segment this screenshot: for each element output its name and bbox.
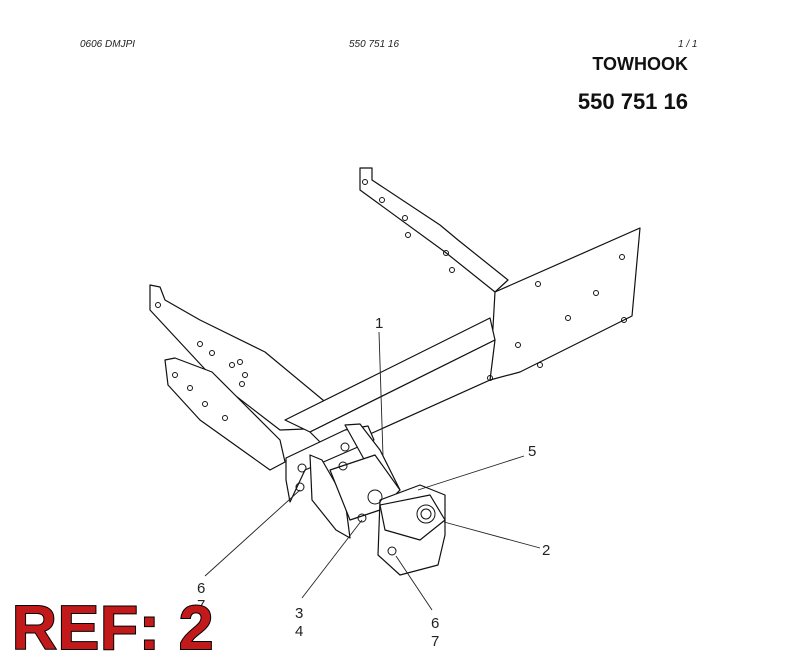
ref-label: REF: 2 — [11, 594, 215, 663]
part-number-small: 550 751 16 — [349, 39, 400, 50]
callout-2: 2 — [542, 542, 550, 559]
callout-4: 4 — [295, 623, 303, 640]
bracket-left — [309, 454, 351, 539]
callout-7-left: 7 — [197, 597, 205, 614]
right-frame-plate — [489, 227, 641, 381]
left-frame-rail-lower — [164, 357, 286, 471]
callout-6-right: 6 — [431, 615, 439, 632]
callout-6-left: 6 — [197, 580, 205, 597]
callout-5: 5 — [528, 443, 536, 460]
callout-1: 1 — [375, 315, 383, 332]
towhook-front-plate — [379, 494, 446, 541]
right-frame-rail — [359, 167, 509, 293]
page-title: TOWHOOK — [592, 54, 688, 74]
drawing-code: 0606 DMJPI — [80, 39, 136, 50]
callout-7-right: 7 — [431, 633, 439, 650]
callout-3: 3 — [295, 605, 303, 622]
page-number: 1 / 1 — [678, 39, 698, 50]
part-number: 550 751 16 — [577, 89, 688, 114]
